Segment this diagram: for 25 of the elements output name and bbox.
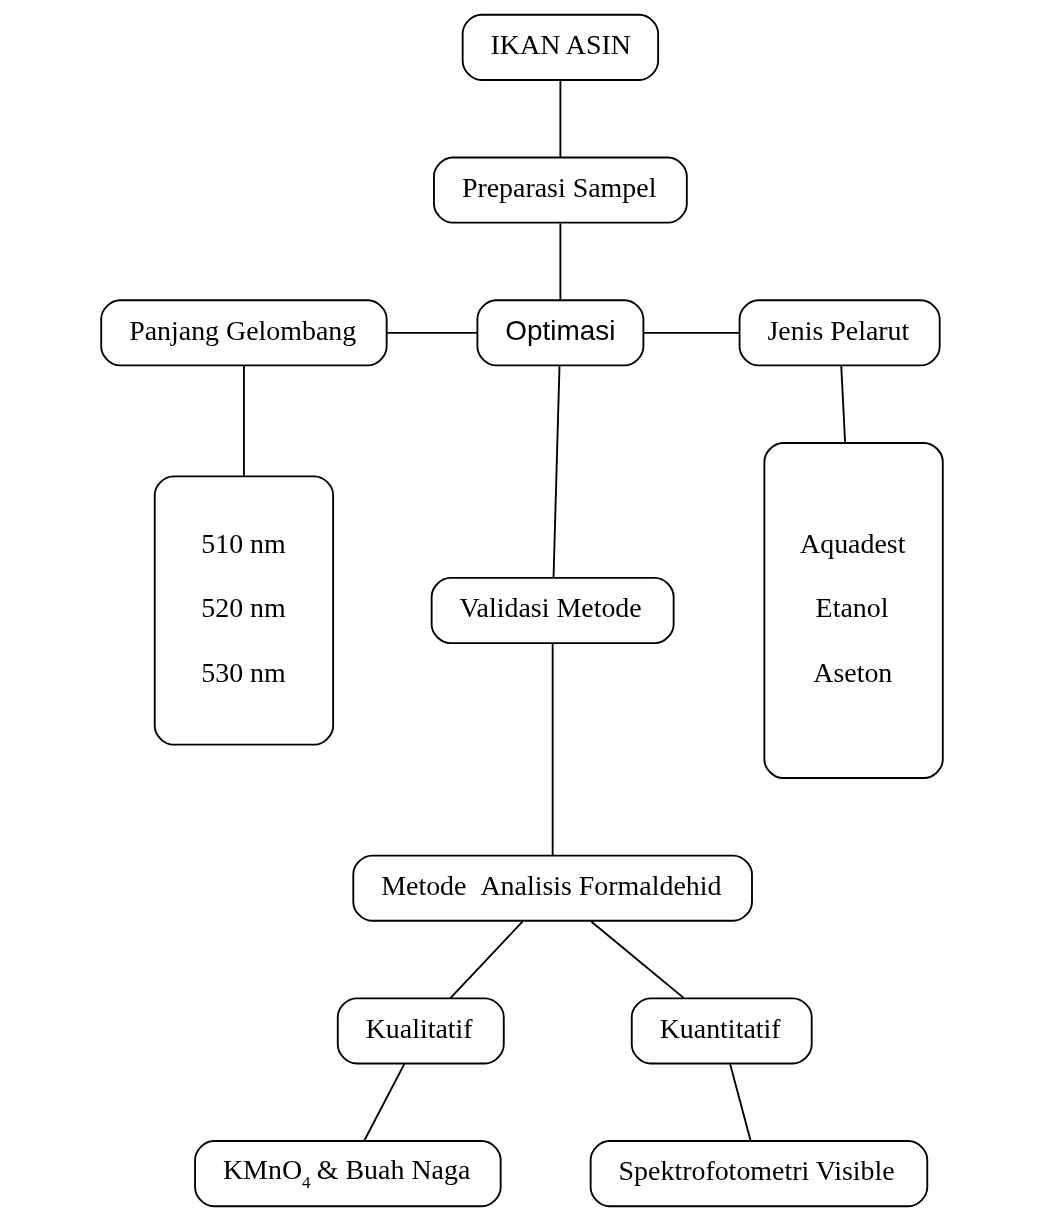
node-box: Spektrofotometri Visible [589, 1140, 928, 1208]
node-box: Validasi Metode [430, 577, 675, 644]
node-box: Kuantitatif [630, 997, 813, 1065]
connector [362, 1063, 405, 1142]
connector [552, 364, 560, 579]
connector [839, 364, 846, 444]
node-box: Aquadest Etanol Aseton [762, 442, 944, 779]
node-box: Jenis Pelarut [738, 299, 941, 367]
node-box: Metode Analisis Formaldehid [351, 854, 753, 922]
node-box: Panjang Gelombang [99, 299, 388, 367]
connector [642, 331, 740, 334]
connector [728, 1063, 752, 1142]
connector [558, 79, 561, 159]
connector [589, 920, 685, 1000]
node-box: Kualitatif [336, 997, 505, 1065]
node-box: 510 nm 520 nm 530 nm [153, 475, 334, 746]
node-box: KMnO$_{4}$ & Buah Naga [193, 1140, 502, 1208]
connector [551, 642, 554, 857]
connector [448, 920, 524, 1000]
node-box: Optimasi [475, 299, 644, 367]
connector [242, 364, 245, 477]
node-box: IKAN ASIN [461, 13, 659, 81]
connector [385, 331, 478, 334]
connector [558, 222, 561, 302]
node-box: Preparasi Sampel [432, 156, 688, 224]
